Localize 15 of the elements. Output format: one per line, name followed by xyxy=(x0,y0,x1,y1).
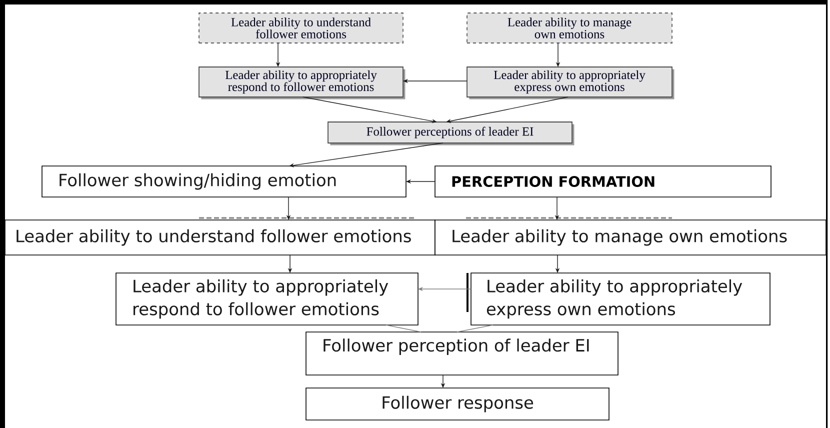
process-box: Follower response xyxy=(306,388,610,420)
process-box: Follower perceptions of leader EI xyxy=(328,122,574,146)
band-cell: Leader ability to manage own emotions xyxy=(434,220,826,256)
process-box: Leader ability to appropriately respond to follower emotions xyxy=(198,66,406,100)
process-box: Leader ability to appropriately respond to follower emotions xyxy=(116,272,418,326)
dashed-box: Leader ability to manage own emotions xyxy=(466,12,672,44)
process-box: Leader ability to appropriately express own emotions xyxy=(466,272,770,326)
process-box: Follower perception of leader EI xyxy=(306,332,618,376)
process-box: PERCEPTION FORMATION xyxy=(434,166,772,198)
process-box: Leader ability to appropriately express own emotions xyxy=(466,66,674,100)
process-box: Follower showing/hiding emotion xyxy=(42,166,406,198)
connector-line xyxy=(456,324,494,332)
dashed-box: Leader ability to understand follower emotions xyxy=(198,12,404,44)
connector-line xyxy=(386,324,422,332)
band-cell: Leader ability to understand follower emotions xyxy=(4,220,436,256)
